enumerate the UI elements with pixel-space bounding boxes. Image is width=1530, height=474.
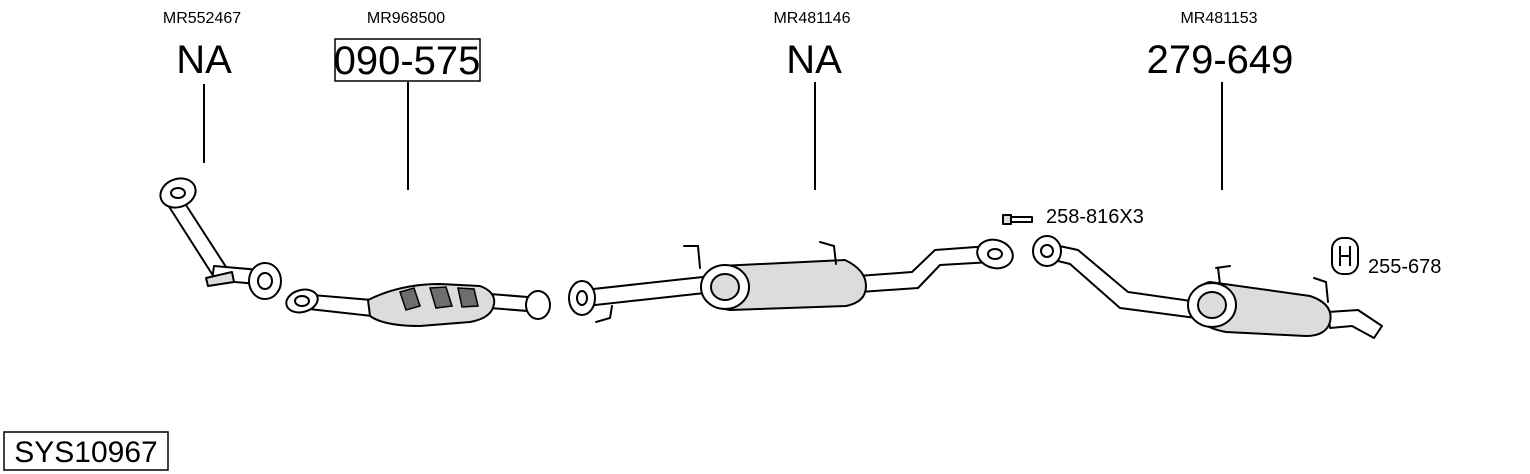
rear-tailpipe bbox=[1327, 309, 1383, 339]
system-code: SYS10967 bbox=[14, 436, 157, 469]
converter-flange bbox=[525, 290, 551, 320]
part-code[interactable]: NA bbox=[786, 38, 842, 82]
part-oem-number: MR481153 bbox=[1180, 10, 1257, 27]
front-pipe-drawing bbox=[159, 177, 282, 300]
part-oem-number: MR968500 bbox=[367, 10, 445, 27]
part-code[interactable]: NA bbox=[176, 38, 232, 82]
hanger-bracket bbox=[683, 245, 701, 269]
hanger-bracket bbox=[1215, 265, 1231, 269]
part-code[interactable]: 090-575 bbox=[334, 39, 481, 83]
flange-hole bbox=[257, 272, 273, 290]
bolt-shaft bbox=[1009, 216, 1033, 223]
accessory-code[interactable]: 258-816X3 bbox=[1046, 206, 1144, 228]
rear-silencer-drawing bbox=[1032, 235, 1383, 339]
hanger-bracket bbox=[1313, 277, 1329, 303]
part-oem-number: MR552467 bbox=[163, 10, 241, 27]
system-code-box bbox=[3, 431, 169, 471]
flange-hole bbox=[576, 290, 588, 306]
converter-heat-shield bbox=[429, 286, 453, 309]
hanger-bracket bbox=[595, 305, 613, 323]
hanger-bracket bbox=[1217, 267, 1221, 285]
part-code-box bbox=[334, 38, 481, 82]
front-pipe-bracket bbox=[205, 271, 235, 287]
bolt-head bbox=[1002, 214, 1012, 225]
flange-hole bbox=[987, 248, 1003, 260]
middle-outlet-pipe bbox=[857, 245, 993, 293]
part-code[interactable]: 279-649 bbox=[1147, 38, 1294, 82]
flange-hole bbox=[294, 295, 310, 307]
converter-heat-shield bbox=[399, 287, 421, 311]
middle-silencer-drawing bbox=[568, 238, 1014, 323]
part-oem-number: MR481146 bbox=[773, 10, 850, 27]
hanger-bracket bbox=[819, 241, 837, 265]
front-pipe-body bbox=[167, 204, 229, 275]
rear-inlet-pipe bbox=[1045, 243, 1199, 319]
middle-inlet-pipe bbox=[583, 275, 715, 307]
catalytic-converter-drawing bbox=[285, 283, 551, 327]
bolt-drawing bbox=[1002, 214, 1033, 225]
flange-hole bbox=[170, 187, 186, 199]
flange-hole bbox=[1040, 244, 1054, 258]
converter-heat-shield bbox=[457, 287, 479, 308]
silencer-end-cap bbox=[710, 273, 740, 301]
accessory-code[interactable]: 255-678 bbox=[1368, 256, 1441, 278]
silencer-end-cap bbox=[1197, 291, 1227, 319]
rubber-hanger-drawing bbox=[1331, 237, 1359, 275]
